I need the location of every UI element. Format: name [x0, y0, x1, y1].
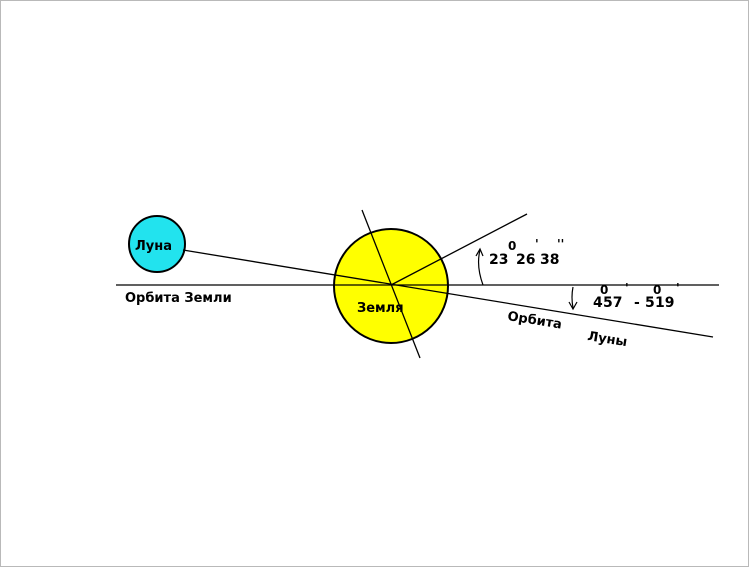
inclination-to-degrees: 5	[645, 295, 655, 311]
axial-tilt-value: 23 0 26 ' 38 ''	[489, 237, 564, 268]
earth-label: Земля	[357, 301, 404, 316]
orbit-inclination-arc	[571, 286, 574, 309]
moon-orbit-line	[182, 249, 714, 338]
equator-plane-line	[390, 213, 528, 286]
inclination-from-degree-mark: 0	[600, 283, 608, 297]
moon-orbit-label-word2: Луны	[586, 329, 628, 350]
axial-tilt-second-mark: ''	[557, 237, 564, 251]
axial-tilt-minutes: 26	[516, 252, 535, 268]
moon-label: Луна	[135, 239, 172, 254]
orbit-inclination-value: 4 0 57 ' - 5 0 19 '	[593, 281, 680, 311]
earth-axis-line	[361, 209, 421, 359]
axial-tilt-degree-mark: 0	[508, 239, 516, 253]
moon-circle	[128, 215, 186, 273]
inclination-from-minute-mark: '	[625, 281, 629, 295]
inclination-to-minute-mark: '	[676, 281, 680, 295]
orbit-inclination-arrowhead	[568, 301, 578, 311]
inclination-from-minutes: 57	[603, 295, 622, 311]
axial-tilt-degrees: 23	[489, 252, 508, 268]
inclination-to-minutes: 19	[655, 295, 674, 311]
inclination-to-degree-mark: 0	[653, 283, 661, 297]
inclination-separator: -	[634, 295, 640, 311]
moon-orbit-label-word1: Орбита	[506, 309, 563, 332]
axial-tilt-arrowhead	[475, 247, 484, 257]
earth-orbit-label: Орбита Земли	[125, 291, 232, 306]
inclination-from-degrees: 4	[593, 295, 603, 311]
axial-tilt-seconds: 38	[540, 252, 559, 268]
earth-circle	[333, 228, 449, 344]
axial-tilt-arc	[477, 249, 484, 286]
axial-tilt-minute-mark: '	[535, 237, 539, 251]
